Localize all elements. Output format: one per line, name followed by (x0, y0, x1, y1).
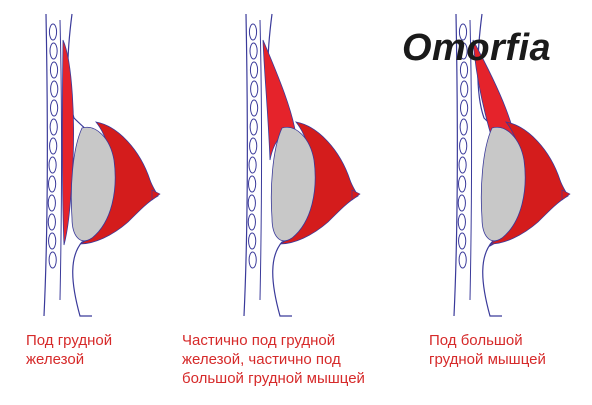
rib-oval (458, 251, 467, 269)
rib-oval (458, 156, 467, 174)
nipple (561, 189, 571, 201)
rib-oval (459, 61, 469, 79)
rib-oval (248, 251, 257, 269)
rib-oval (458, 232, 467, 250)
rib-oval (457, 175, 467, 193)
caption-line: железой (26, 351, 85, 368)
back-outline (453, 13, 458, 317)
rib-oval (248, 23, 258, 41)
rib-oval (459, 137, 468, 155)
implant (270, 126, 316, 242)
rib-oval (48, 156, 57, 174)
rib-oval (459, 42, 468, 60)
rib-oval (247, 194, 256, 212)
rib-oval (49, 99, 59, 117)
ribcage-line (469, 19, 472, 301)
caption-subglandular: Под грудной железой (26, 331, 112, 369)
rib-oval (50, 80, 59, 98)
panel-dual-plane (243, 13, 361, 317)
rib-oval (459, 118, 468, 136)
omorfia-logo: Omorfia (402, 27, 552, 69)
rib-oval (460, 80, 469, 98)
caption-submuscular: Под большой грудной мышцей (429, 331, 546, 369)
rib-oval (457, 194, 466, 212)
nipple (151, 189, 161, 201)
rib-oval (248, 156, 257, 174)
implant (480, 126, 526, 242)
rib-oval (49, 137, 58, 155)
rib-oval (249, 61, 259, 79)
rib-oval (48, 23, 58, 41)
caption-line: большой грудной мышцей (182, 370, 365, 387)
nipple (351, 189, 361, 201)
rib-oval (249, 137, 258, 155)
caption-line: Под грудной (26, 332, 113, 349)
ribcage-line (59, 19, 62, 301)
rib-oval (249, 42, 258, 60)
caption-line: Частично под грудной (182, 332, 336, 349)
rib-oval (49, 61, 59, 79)
rib-oval (48, 232, 57, 250)
rib-oval (247, 175, 257, 193)
implant (70, 126, 116, 242)
rib-oval (249, 99, 259, 117)
ribcage-line (259, 19, 262, 301)
rib-oval (457, 213, 466, 231)
rib-oval (49, 42, 58, 60)
rib-oval (49, 118, 58, 136)
panel-submuscular (453, 13, 571, 317)
caption-line: железой, частично под (182, 351, 341, 368)
rib-oval (48, 251, 57, 269)
back-outline (43, 13, 48, 317)
back-outline (243, 13, 248, 317)
pectoral-muscle (61, 39, 74, 246)
panel-subglandular (43, 13, 161, 317)
caption-line: Под большой (429, 332, 523, 349)
caption-dual-plane: Частично под грудной железой, частично п… (182, 331, 365, 388)
rib-oval (47, 175, 57, 193)
rib-oval (458, 23, 468, 41)
rib-oval (459, 99, 469, 117)
rib-oval (247, 213, 256, 231)
rib-oval (250, 80, 259, 98)
rib-oval (47, 213, 56, 231)
caption-line: грудной мышцей (429, 351, 546, 368)
rib-oval (47, 194, 56, 212)
rib-oval (248, 232, 257, 250)
rib-oval (249, 118, 258, 136)
